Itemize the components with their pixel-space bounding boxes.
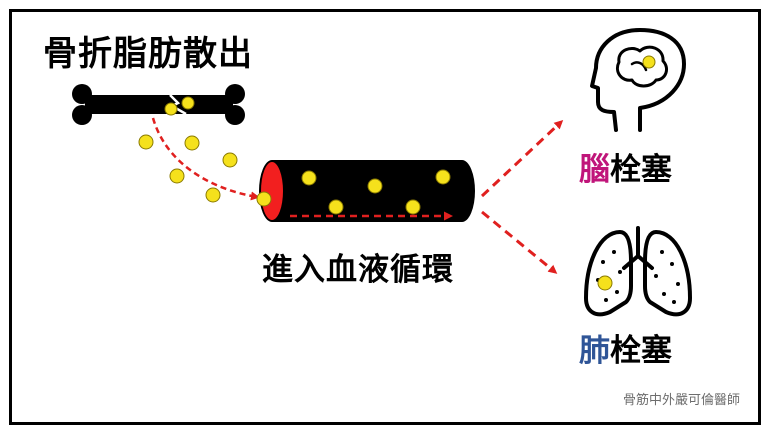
lung-embolism-label: 肺栓塞 [579,325,672,370]
fat-droplet [181,96,195,110]
fat-droplet [169,168,185,184]
title-text: 骨折脂肪散出 [43,34,253,74]
fat-droplet [184,135,200,151]
fat-droplet [301,170,317,186]
fat-droplet [222,152,238,168]
fat-droplet [256,191,272,207]
brain-embolism-label: 腦栓塞 [579,144,672,189]
author-credit: 骨筋中外嚴可倫醫師 [622,393,740,408]
bone-icon [72,84,245,125]
fat-droplets [138,96,238,203]
fat-droplet [205,187,221,203]
fat-droplet [642,55,656,69]
flow-arrow-to-lungs [481,210,558,274]
fat-droplet [405,199,421,215]
caption-text: 進入血液循環 [262,252,454,288]
fat-droplet [597,275,613,291]
flow-arrow-into-vessel [151,117,260,201]
fat-droplet [328,199,344,215]
lung-label-rest: 栓塞 [610,333,672,369]
brain-label-highlight: 腦 [579,152,610,188]
fat-droplet [435,169,451,185]
blood-vessel-icon [256,160,475,222]
lungs-icon [584,226,692,317]
fat-droplet [138,134,154,150]
flow-arrow-to-brain [480,119,564,198]
fat-droplet [367,178,383,194]
fat-droplet [164,102,178,116]
lung-label-highlight: 肺 [579,333,610,369]
vessel-opening [261,162,283,220]
brain-label-rest: 栓塞 [610,152,672,188]
brain-head-icon [590,28,686,132]
